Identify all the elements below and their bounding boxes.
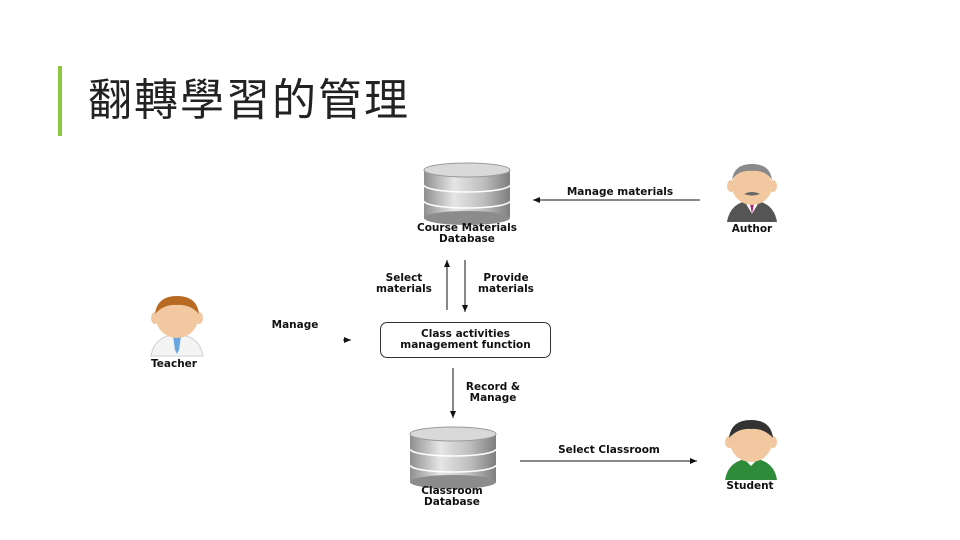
page-title: 翻轉學習的管理	[88, 75, 410, 126]
manage-materials-label: Manage materials	[566, 186, 674, 198]
manage-label: Manage	[271, 319, 319, 331]
course-db-label-line2: Database	[439, 233, 495, 245]
classroom-database-icon	[409, 426, 497, 489]
classroom-db-label-line1: Classroom	[421, 485, 483, 497]
record-manage-line2: Manage	[469, 392, 517, 404]
select-materials-label: Select materials	[366, 273, 442, 295]
record-manage-line1: Record &	[465, 381, 521, 393]
course-db-label-line1: Course Materials	[417, 222, 517, 234]
function-box-label: Class activities management function	[400, 329, 531, 351]
class-activities-function-box: Class activities management function	[380, 322, 551, 358]
function-box-line1: Class activities	[421, 328, 510, 340]
classroom-db-label-line2: Database	[424, 496, 480, 508]
teacher-label: Teacher	[151, 358, 197, 370]
function-box-line2: management function	[400, 339, 531, 351]
provide-materials-line2: materials	[478, 283, 534, 295]
course-db-label: Course Materials Database	[402, 223, 532, 245]
course-materials-database-icon	[423, 162, 511, 225]
teacher-avatar-icon	[150, 296, 204, 357]
title-accent-bar	[58, 66, 62, 136]
student-label: Student	[726, 480, 774, 492]
classroom-db-label: Classroom Database	[402, 486, 502, 508]
author-avatar-icon	[727, 164, 777, 222]
select-materials-line1: Select	[385, 272, 423, 284]
provide-materials-line1: Provide	[483, 272, 529, 284]
student-avatar-icon	[725, 420, 777, 480]
provide-materials-label: Provide materials	[470, 273, 542, 295]
record-manage-label: Record & Manage	[455, 382, 531, 404]
select-materials-line2: materials	[376, 283, 432, 295]
select-classroom-label: Select Classroom	[558, 444, 660, 456]
author-label: Author	[731, 223, 773, 235]
